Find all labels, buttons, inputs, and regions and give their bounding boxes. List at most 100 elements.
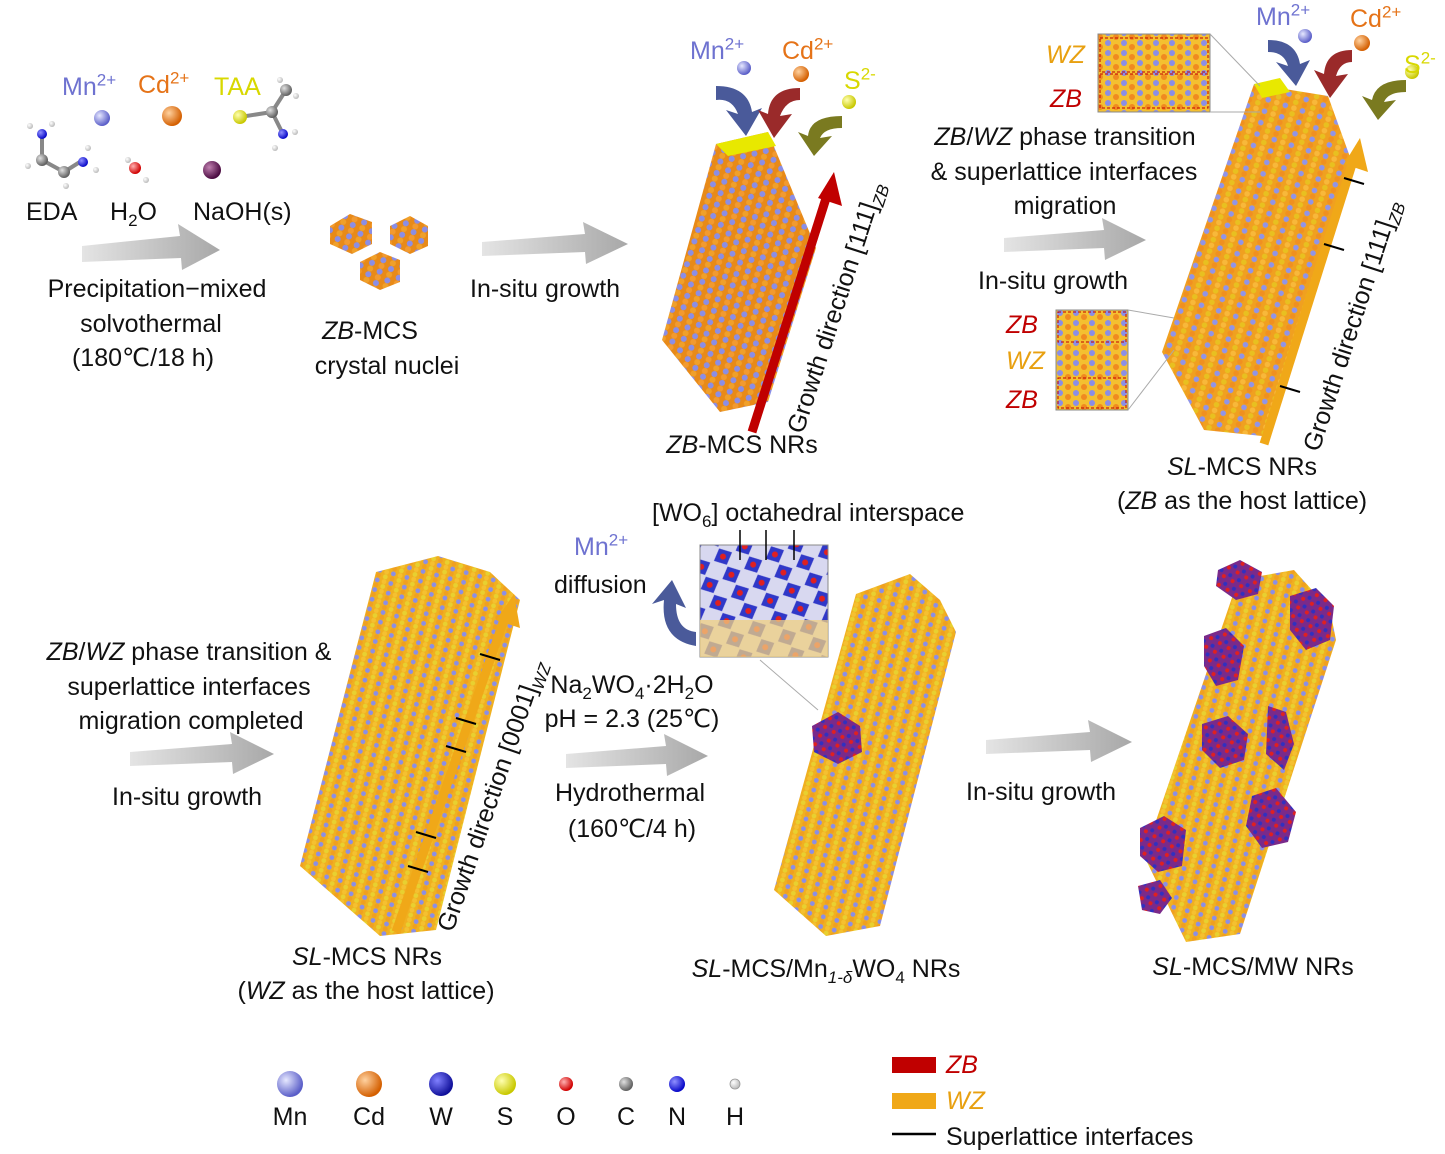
- legend-atom-mn-label: Mn: [272, 1103, 308, 1131]
- legend-atom-w-sphere: [429, 1072, 453, 1096]
- legend-atom-cd-sphere: [356, 1071, 382, 1097]
- sl-mcs-nanorod-zb-host: [1162, 78, 1354, 436]
- legend-zb-label: ZB: [946, 1051, 978, 1079]
- naoh-sphere: [203, 161, 221, 179]
- legend-atom-h-label: H: [725, 1103, 745, 1131]
- process-arrow-2: [482, 222, 628, 264]
- ion-arrow-s-2: [1362, 80, 1406, 120]
- process-arrow-4: [130, 732, 274, 774]
- legend-wz-swatch: [892, 1093, 936, 1109]
- eda-molecule: [25, 121, 99, 189]
- nuclei-label-2: crystal nuclei: [314, 352, 460, 380]
- legend-atom-s-sphere: [494, 1073, 516, 1095]
- ion-arrow-mn-1: [716, 86, 762, 136]
- legend-atom-cd-label: Cd: [353, 1103, 385, 1131]
- legend-atom-mn-sphere: [277, 1071, 303, 1097]
- wo6-inset: [699, 530, 829, 658]
- mn-ion-sphere: [94, 110, 110, 126]
- water-molecule: [125, 157, 149, 183]
- insitu-label-1: In-situ growth: [470, 275, 621, 303]
- cd-ion-label-3: Cd2+: [1350, 2, 1402, 33]
- phase2-line1: ZB/WZ phase transition &: [46, 638, 332, 666]
- diffusion-arrow: [652, 580, 696, 646]
- growth-arrow-sl-zb: [1259, 138, 1368, 446]
- process-arrow-1: [82, 224, 220, 270]
- s-ion-sphere-3: [1405, 65, 1419, 79]
- sl-mcs-mnwo4-nanorod: [759, 574, 956, 936]
- mn-ion-label-2: Mn2+: [690, 34, 745, 65]
- sl-mcs-nanorod-wz-host: [300, 556, 520, 936]
- sl-mcs-mw-label: SL-MCS/MW NRs: [1152, 953, 1354, 981]
- sl-mcs-nrs-label-1: SL-MCS NRs: [1166, 453, 1318, 481]
- growth-arrow-wz: [391, 594, 520, 934]
- s-ion-label-3: S2-: [1404, 48, 1436, 79]
- hydro-line2: (160℃/4 h): [567, 815, 697, 843]
- host-wz-label: (WZ as the host lattice): [237, 977, 495, 1005]
- reagent2-ph: pH = 2.3 (25℃): [544, 705, 720, 733]
- inset-top: [1097, 33, 1261, 113]
- legend-atom-s-label: S: [496, 1103, 514, 1131]
- ion-arrow-s-1: [798, 116, 842, 156]
- zb-mcs-nanorod: [662, 132, 816, 412]
- taa-molecule: [233, 77, 299, 151]
- ion-arrow-cd-2: [1314, 50, 1352, 98]
- insitu-label-2: In-situ growth: [978, 267, 1129, 295]
- reagent2-line1: Na2WO4·2H2O: [550, 671, 714, 703]
- insitu-label-4: In-situ growth: [966, 778, 1117, 806]
- legend-atom-c-label: C: [616, 1103, 636, 1131]
- legend-atom-n-label: N: [667, 1103, 687, 1131]
- process-arrow-5: [566, 734, 708, 776]
- hydro-line1: Hydrothermal: [554, 779, 706, 807]
- inset-label-zb-3: ZB: [1006, 386, 1038, 414]
- phase2-line2: superlattice interfaces: [67, 673, 311, 701]
- phase-transition-line1: ZB/WZ phase transition: [934, 123, 1196, 151]
- inset-label-zb-1: ZB: [1050, 85, 1082, 113]
- cd-ion-sphere-3: [1354, 35, 1370, 51]
- host-zb-label: (ZB as the host lattice): [1116, 487, 1368, 515]
- sl-mcs-mnwo4-label: SL-MCS/Mn1-δWO4 NRs: [691, 955, 961, 987]
- legend-atom-o-label: O: [556, 1103, 576, 1131]
- insitu-label-3: In-situ growth: [112, 783, 263, 811]
- legend-atom-n-sphere: [669, 1076, 685, 1092]
- mn-ion-sphere-2: [737, 61, 751, 75]
- cd-ion-label: Cd2+: [138, 68, 190, 99]
- zb-mcs-nrs-label: ZB-MCS NRs: [666, 431, 818, 459]
- s-ion-sphere-2: [842, 95, 856, 109]
- eda-label: EDA: [26, 198, 78, 226]
- legend-wz-label: WZ: [946, 1087, 985, 1115]
- taa-label: TAA: [214, 73, 261, 101]
- ion-arrow-mn-2: [1268, 40, 1310, 86]
- cd-ion-label-2: Cd2+: [782, 34, 834, 65]
- step1-line3: (180℃/18 h): [71, 344, 215, 372]
- process-arrow-3: [1004, 218, 1146, 260]
- sl-mcs-mw-nanorod: [1138, 560, 1336, 942]
- mn-ion-label-4: Mn2+: [574, 530, 629, 561]
- mn-ion-label-3: Mn2+: [1256, 0, 1311, 31]
- inset-label-wz-1: WZ: [1046, 41, 1085, 69]
- water-label: H2O: [110, 198, 157, 230]
- process-arrow-6: [986, 720, 1132, 762]
- phase-transition-line2: & superlattice interfaces: [930, 158, 1198, 186]
- legend-interface-label: Superlattice interfaces: [946, 1123, 1194, 1151]
- naoh-label: NaOH(s): [193, 198, 292, 226]
- mn-ion-sphere-3: [1298, 29, 1312, 43]
- legend-atom-c-sphere: [619, 1077, 633, 1091]
- legend-atom-w-label: W: [429, 1103, 453, 1131]
- nuclei-label: ZB-MCS: [322, 317, 418, 345]
- legend-atoms: [277, 1071, 741, 1097]
- mn-ion-label: Mn2+: [62, 70, 117, 101]
- cd-ion-sphere: [162, 106, 182, 126]
- legend-atom-o-sphere: [559, 1077, 573, 1091]
- phase2-line3: migration completed: [78, 707, 304, 735]
- wo6-label: [WO6] octahedral interspace: [652, 499, 965, 531]
- cd-ion-sphere-2: [793, 66, 809, 82]
- legend-atom-h-sphere: [729, 1078, 741, 1090]
- legend-zb-swatch: [892, 1057, 936, 1073]
- inset-bottom: [1055, 309, 1175, 411]
- inset-label-zb-2: ZB: [1006, 311, 1038, 339]
- step1-line1: Precipitation−mixed: [47, 275, 267, 303]
- sl-mcs-nrs-label-2: SL-MCS NRs: [291, 943, 443, 971]
- s-ion-label-2: S2-: [844, 64, 876, 95]
- ion-arrow-cd-1: [758, 88, 800, 138]
- diffusion-label: diffusion: [554, 571, 647, 599]
